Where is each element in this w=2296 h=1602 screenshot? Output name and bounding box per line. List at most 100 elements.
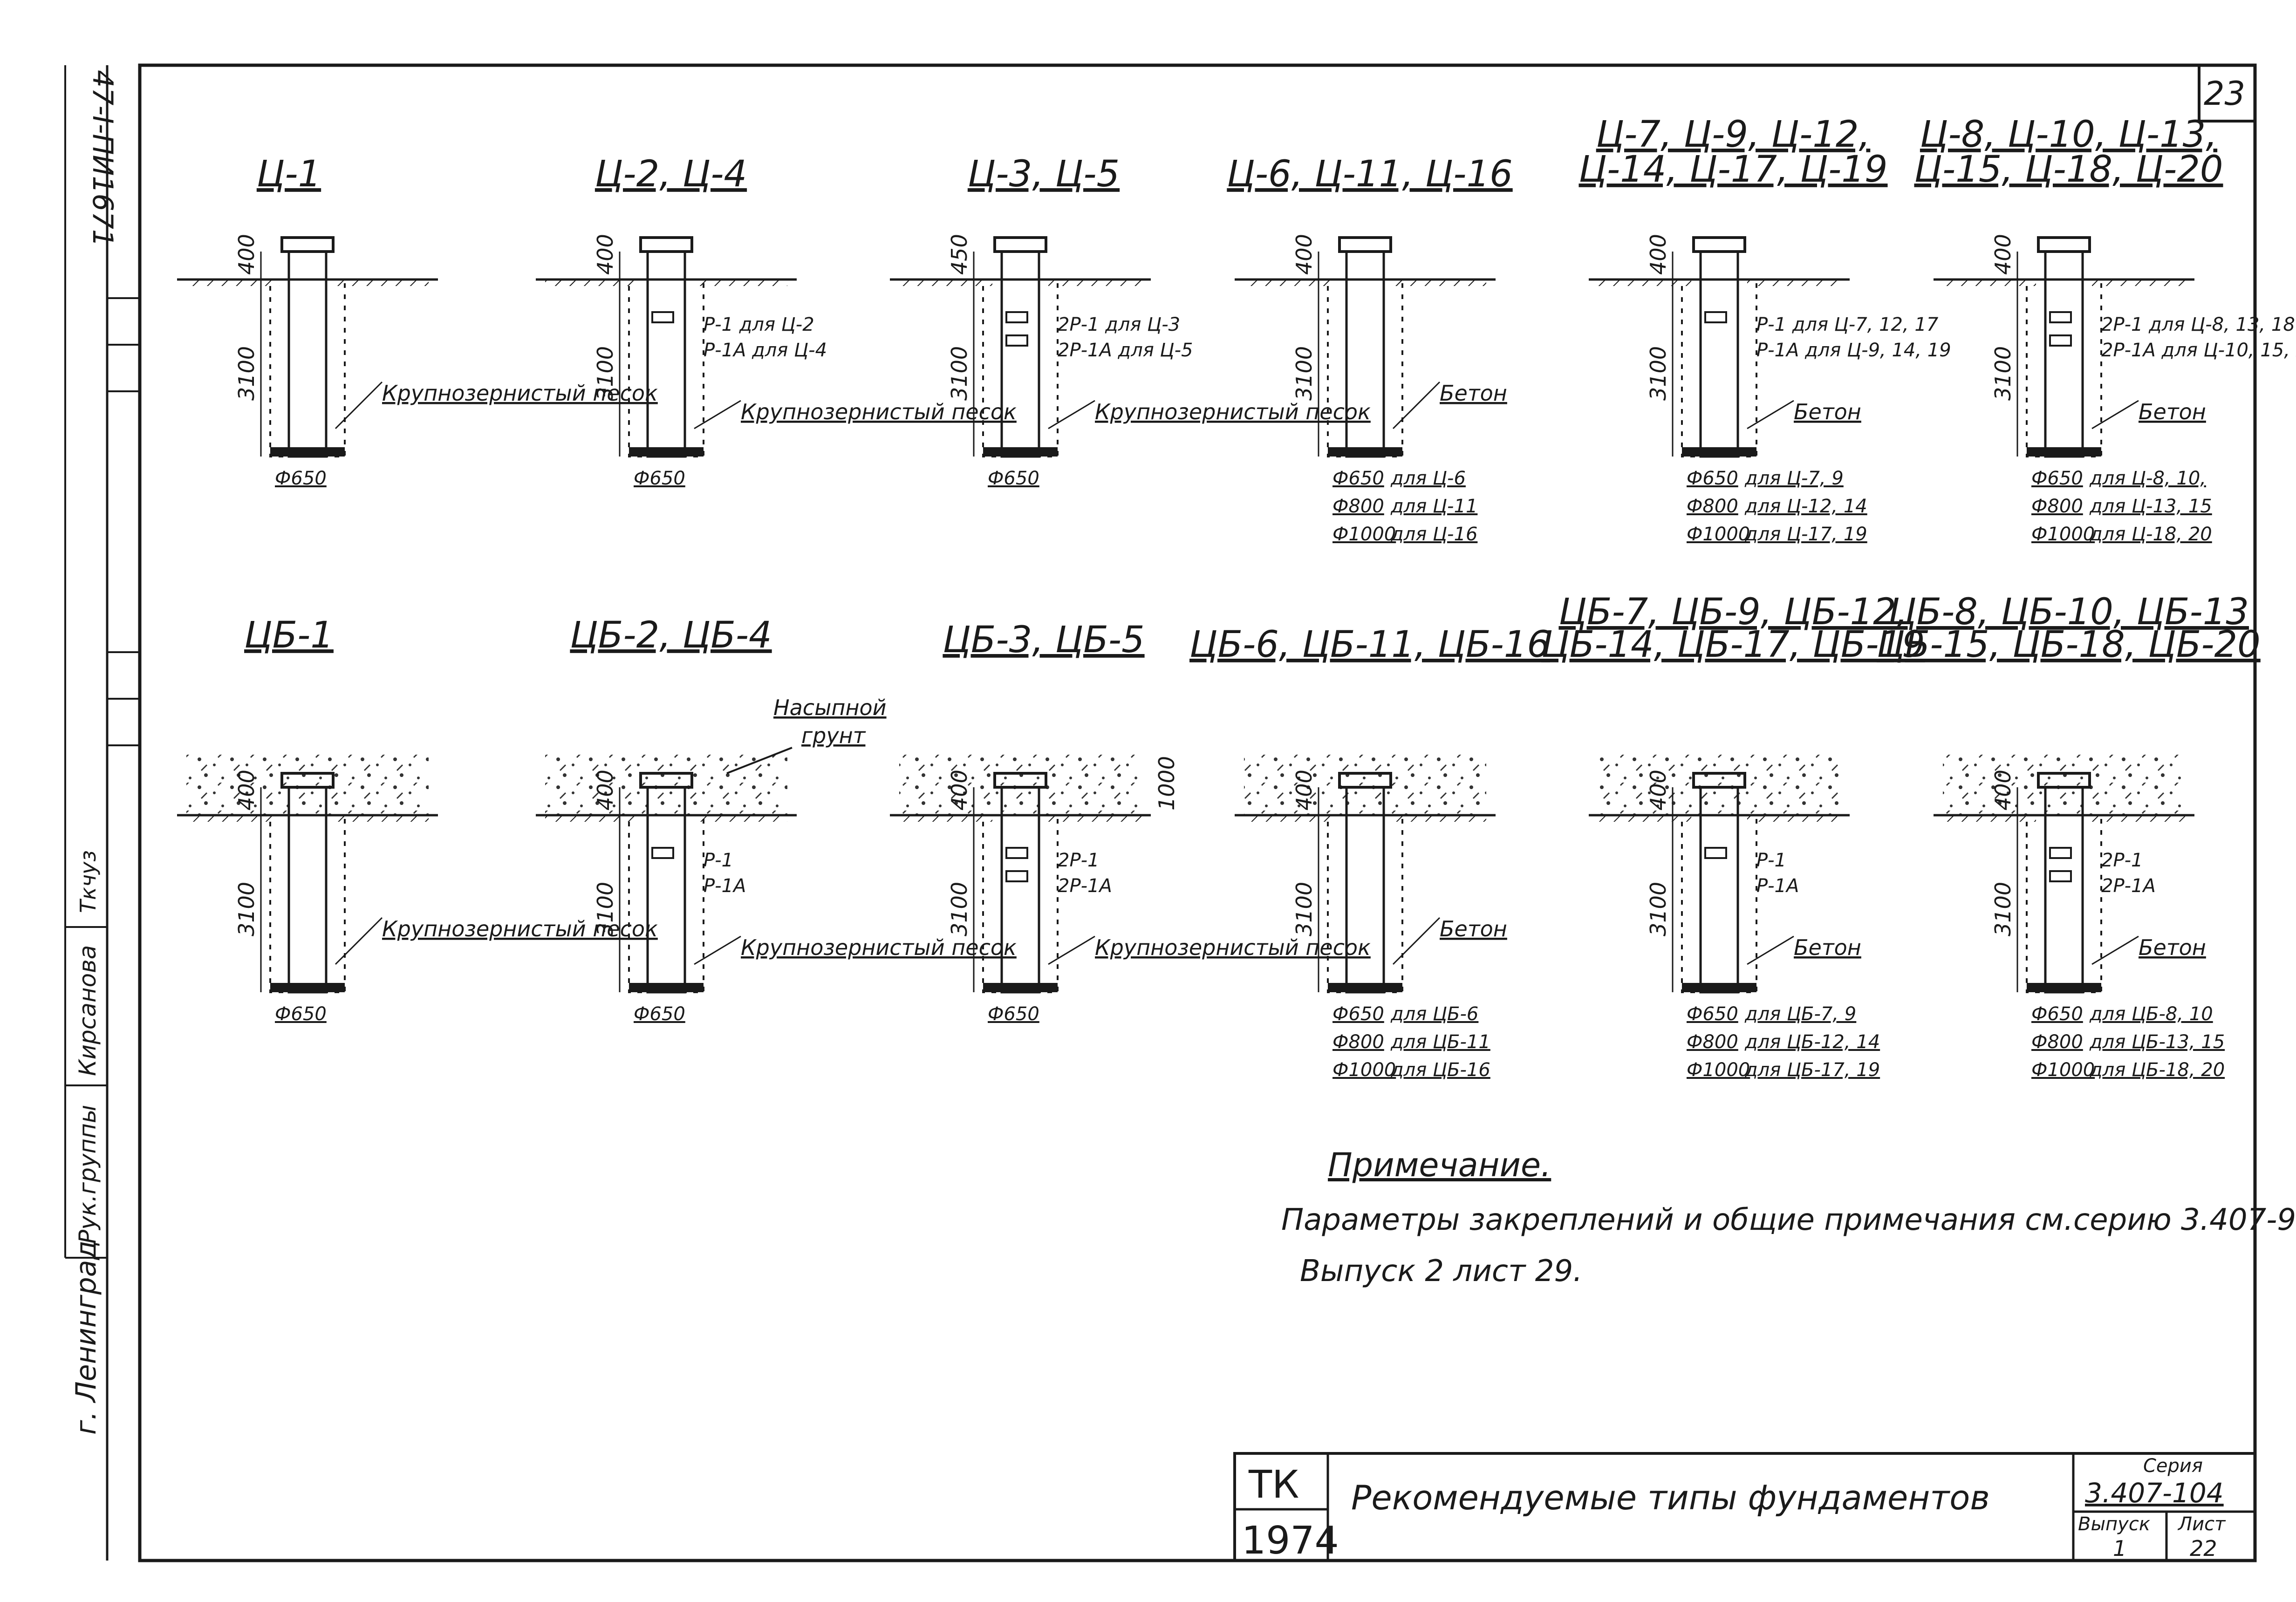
diameter-value: Ф800 xyxy=(1332,496,1384,517)
margin-city: г. Ленинград xyxy=(70,1241,102,1435)
material-leader xyxy=(1048,935,1095,965)
depth-dimension: 400 xyxy=(593,770,618,811)
length-dimension: 3100 xyxy=(234,346,259,401)
diameter-value: Ф1000 xyxy=(1332,1059,1396,1081)
pile-head xyxy=(1338,772,1392,789)
section-title: Ц-7, Ц-9, Ц-12, xyxy=(1596,114,1871,156)
ground-hatch-left xyxy=(1244,815,1337,822)
bore-hole xyxy=(1327,814,1403,993)
ground-hatch-left xyxy=(545,815,638,822)
bore-hole xyxy=(269,814,346,993)
bore-hole xyxy=(982,279,1059,457)
anchor-clamp xyxy=(651,847,674,859)
section-title: ЦБ-1 xyxy=(244,614,334,656)
foundation-row1-5: Ц-7, Ц-9, Ц-12,Ц-14, Ц-17, Ц-19Р-1 для Ц… xyxy=(1578,114,1951,545)
anchor-clamp xyxy=(1704,311,1727,323)
foundation-row1-2: Ц-2, Ц-4Р-1 для Ц-2Р-1А для Ц-44003100Кр… xyxy=(536,153,1017,489)
ground-hatch-right xyxy=(1393,279,1486,286)
ground-hatch-right xyxy=(335,279,429,286)
pile-shaft xyxy=(1000,250,1040,458)
diameter-value: Ф800 xyxy=(2031,1031,2083,1053)
sheet-label: Лист xyxy=(2177,1513,2226,1535)
diameter-note: для ЦБ-17, 19 xyxy=(1744,1059,1880,1081)
material-leader xyxy=(1747,935,1794,965)
material-label: Бетон xyxy=(1794,935,1861,960)
ground-hatch-left xyxy=(1943,279,2036,286)
length-dimension: 3100 xyxy=(1292,346,1317,401)
diameter-note: для ЦБ-16 xyxy=(1390,1059,1490,1081)
ground-hatch-left xyxy=(186,279,280,286)
pile-head xyxy=(639,772,693,789)
depth-dimension: 400 xyxy=(947,770,972,811)
pile-bed xyxy=(983,983,1058,992)
ground-hatch-right xyxy=(694,815,787,822)
diameter-value: Ф650 xyxy=(988,1003,1039,1025)
pile-bed xyxy=(1328,983,1402,992)
anchor-label-1: 2Р-1 для Ц-8, 13, 18 xyxy=(2101,314,2295,335)
bore-hole xyxy=(2026,814,2102,993)
material-leader xyxy=(1747,400,1794,429)
section-title-line-2: Ц-15, Ц-18, Ц-20 xyxy=(1914,149,2223,191)
note-heading: Примечание. xyxy=(1328,1146,1551,1184)
length-dimension: 3100 xyxy=(947,882,972,936)
depth-dimension: 400 xyxy=(234,770,259,811)
ground-hatch-left xyxy=(1943,815,2036,822)
ground-hatch-right xyxy=(2092,815,2185,822)
material-label: Бетон xyxy=(1794,399,1861,424)
diameter-note: для Ц-12, 14 xyxy=(1744,496,1867,517)
pile-head xyxy=(280,772,335,789)
anchor-clamp xyxy=(1005,847,1028,859)
ground-hatch-right xyxy=(335,815,429,822)
pile-shaft xyxy=(287,250,328,458)
anchor-clamp xyxy=(651,311,674,323)
diameter-note: для Ц-16 xyxy=(1390,524,1477,545)
foundation-row1-3: Ц-3, Ц-52Р-1 для Ц-32Р-1А для Ц-54503100… xyxy=(890,153,1371,489)
diameter-note: для Ц-13, 15 xyxy=(2089,496,2212,517)
diameter-value: Ф650 xyxy=(988,468,1039,489)
pile-shaft xyxy=(287,786,328,994)
material-label: Бетон xyxy=(1440,916,1507,941)
page-number: 23 xyxy=(2204,75,2245,113)
ground-hatch-left xyxy=(186,815,280,822)
pile-shaft xyxy=(1699,250,1739,458)
section-title: Ц-3, Ц-5 xyxy=(968,153,1120,195)
length-dimension: 3100 xyxy=(1990,882,2016,936)
anchor-label-2: Р-1А xyxy=(704,875,746,897)
diameter-value: Ф650 xyxy=(1687,468,1738,489)
bore-hole xyxy=(628,279,704,457)
diameter-note: для ЦБ-7, 9 xyxy=(1744,1003,1856,1025)
margin-role: Рук.группы xyxy=(74,1105,101,1244)
fill-soil-layer xyxy=(1598,752,1840,815)
diameter-value: Ф650 xyxy=(275,468,327,489)
pile-bed xyxy=(1682,447,1756,457)
diameter-value: Ф1000 xyxy=(1687,1059,1750,1081)
diameter-value: Ф650 xyxy=(1332,468,1384,489)
depth-dimension: 400 xyxy=(593,234,618,275)
diameter-value: Ф650 xyxy=(1687,1003,1738,1025)
issue-label: Выпуск xyxy=(2078,1513,2150,1535)
anchor-clamp-2 xyxy=(1005,334,1028,347)
anchor-label-1: Р-1 для Ц-2 xyxy=(704,314,814,335)
diameter-note: для ЦБ-6 xyxy=(1390,1003,1478,1025)
material-leader xyxy=(335,381,383,429)
pile-head xyxy=(993,236,1047,253)
anchor-label-1: 2Р-1 для Ц-3 xyxy=(1058,314,1180,335)
series-value: 3.407-104 xyxy=(2085,1477,2224,1509)
fill-depth-dimension: 1000 xyxy=(1154,756,1179,811)
pile-bed xyxy=(270,447,345,457)
diameter-note: для Ц-18, 20 xyxy=(2089,524,2212,545)
length-dimension: 3100 xyxy=(1990,346,2016,401)
ground-hatch-right xyxy=(1048,279,1141,286)
length-dimension: 3100 xyxy=(1646,346,1671,401)
anchor-label-2: 2Р-1А для Ц-5 xyxy=(1058,340,1193,361)
diameter-value: Ф650 xyxy=(634,468,685,489)
diameter-value: Ф800 xyxy=(2031,496,2083,517)
depth-dimension: 400 xyxy=(1990,770,2016,811)
diameter-note: для Ц-6 xyxy=(1390,468,1466,489)
material-leader xyxy=(1392,381,1441,429)
foundation-row2-3: ЦБ-3, ЦБ-52Р-12Р-1А40031001000Крупнозерн… xyxy=(890,619,1371,1025)
anchor-clamp xyxy=(1005,311,1028,323)
